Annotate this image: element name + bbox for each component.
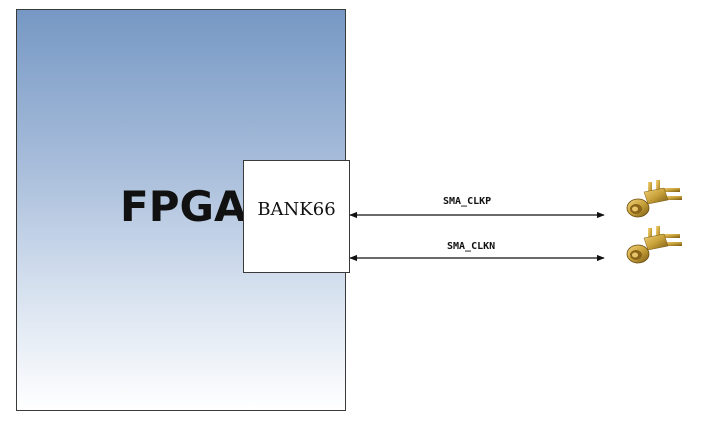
fpga-label: FPGA <box>120 182 247 231</box>
sma-clkp-label: SMA_CLKP <box>443 196 492 207</box>
sma-connector-icon <box>626 226 682 264</box>
sma-clkn-label: SMA_CLKN <box>447 241 496 252</box>
bank-box: BANK66 <box>243 160 350 273</box>
sma-connector-icon <box>626 180 682 218</box>
bank-label: BANK66 <box>257 199 336 220</box>
